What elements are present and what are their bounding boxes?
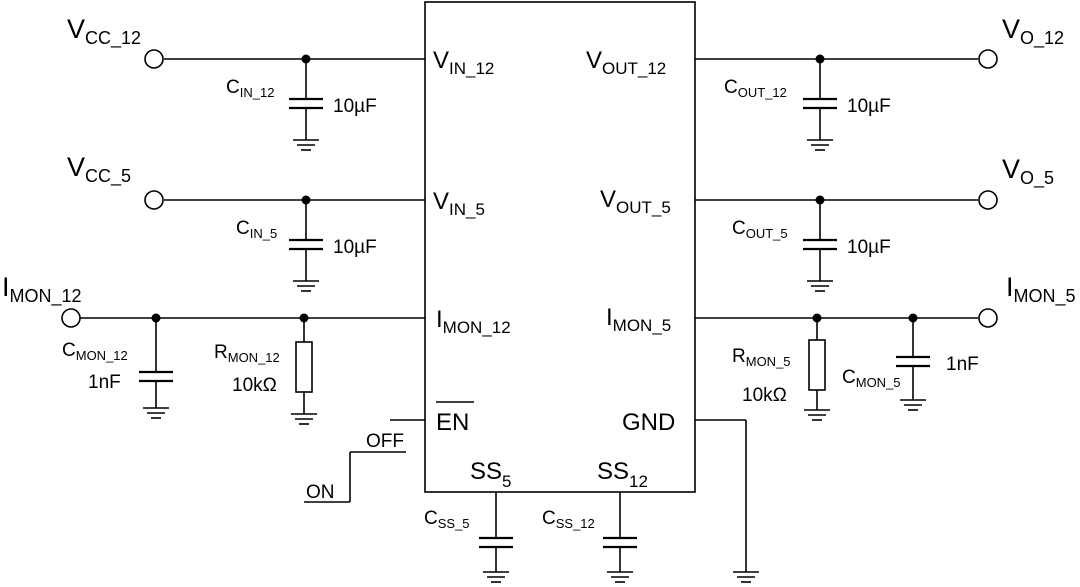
rmon-5-label: RMON_5 bbox=[732, 346, 791, 369]
cout-5-label: COUT_5 bbox=[732, 218, 788, 241]
cmon-12-value: 1nF bbox=[88, 372, 121, 393]
switch-on-label: ON bbox=[306, 482, 335, 503]
pin-ss-5: SS5 bbox=[470, 458, 511, 491]
pin-ss-12: SS12 bbox=[597, 458, 648, 491]
vcc-12-terminal[interactable] bbox=[144, 49, 164, 69]
vo-12-label: VO_12 bbox=[1002, 14, 1064, 49]
cout-12-label: COUT_12 bbox=[724, 77, 787, 100]
rmon-12-label: RMON_12 bbox=[214, 342, 280, 365]
vo-12-net bbox=[695, 54, 978, 151]
imon-5-terminal[interactable] bbox=[978, 308, 998, 328]
vcc-5-label: VCC_5 bbox=[67, 152, 131, 187]
cout-12-value: 10µF bbox=[847, 96, 891, 117]
rmon-12-value: 10kΩ bbox=[232, 375, 277, 396]
cmon-5-value: 1nF bbox=[946, 354, 979, 375]
gnd-net bbox=[695, 419, 760, 583]
cin-12-value: 10µF bbox=[333, 96, 377, 117]
cin-5-value: 10µF bbox=[333, 237, 377, 258]
pin-imon-12: IMON_12 bbox=[436, 306, 511, 337]
en-switch[interactable] bbox=[304, 419, 425, 503]
imon-12-terminal[interactable] bbox=[61, 308, 81, 328]
cmon-12-label: CMON_12 bbox=[62, 340, 128, 363]
pin-gnd: GND bbox=[622, 409, 675, 436]
imon-5-net bbox=[695, 313, 978, 421]
cout-5-value: 10µF bbox=[847, 237, 891, 258]
vcc-5-terminal[interactable] bbox=[144, 190, 164, 210]
vcc-12-label: VCC_12 bbox=[67, 14, 141, 49]
ic-body bbox=[424, 1, 696, 493]
css-12-label: CSS_12 bbox=[542, 508, 595, 531]
ss-12-net bbox=[603, 492, 637, 583]
cin-5-label: CIN_5 bbox=[236, 218, 277, 241]
ss-5-net bbox=[479, 492, 513, 583]
pin-vout-12: VOUT_12 bbox=[586, 47, 666, 78]
vo-5-label: VO_5 bbox=[1002, 154, 1054, 189]
imon-12-ext-label: IMON_12 bbox=[2, 272, 82, 307]
css-5-label: CSS_5 bbox=[424, 508, 470, 531]
pin-vin-5: VIN_5 bbox=[433, 188, 485, 219]
pin-imon-5: IMON_5 bbox=[606, 304, 671, 335]
vcc-12-net bbox=[164, 54, 425, 151]
cmon-5-label: CMON_5 bbox=[842, 367, 901, 390]
cin-12-label: CIN_12 bbox=[226, 77, 274, 100]
rmon-5-value: 10kΩ bbox=[742, 385, 787, 406]
pin-en: EN bbox=[436, 409, 469, 436]
imon-12-net bbox=[80, 313, 425, 425]
vcc-5-net bbox=[164, 195, 425, 292]
pin-vin-12: VIN_12 bbox=[433, 47, 494, 78]
vo-12-terminal[interactable] bbox=[978, 49, 998, 69]
imon-5-ext-label: IMON_5 bbox=[1006, 272, 1076, 307]
switch-off-label: OFF bbox=[366, 431, 404, 452]
vo-5-net bbox=[695, 195, 978, 292]
vo-5-terminal[interactable] bbox=[978, 190, 998, 210]
pin-vout-5: VOUT_5 bbox=[600, 186, 671, 217]
